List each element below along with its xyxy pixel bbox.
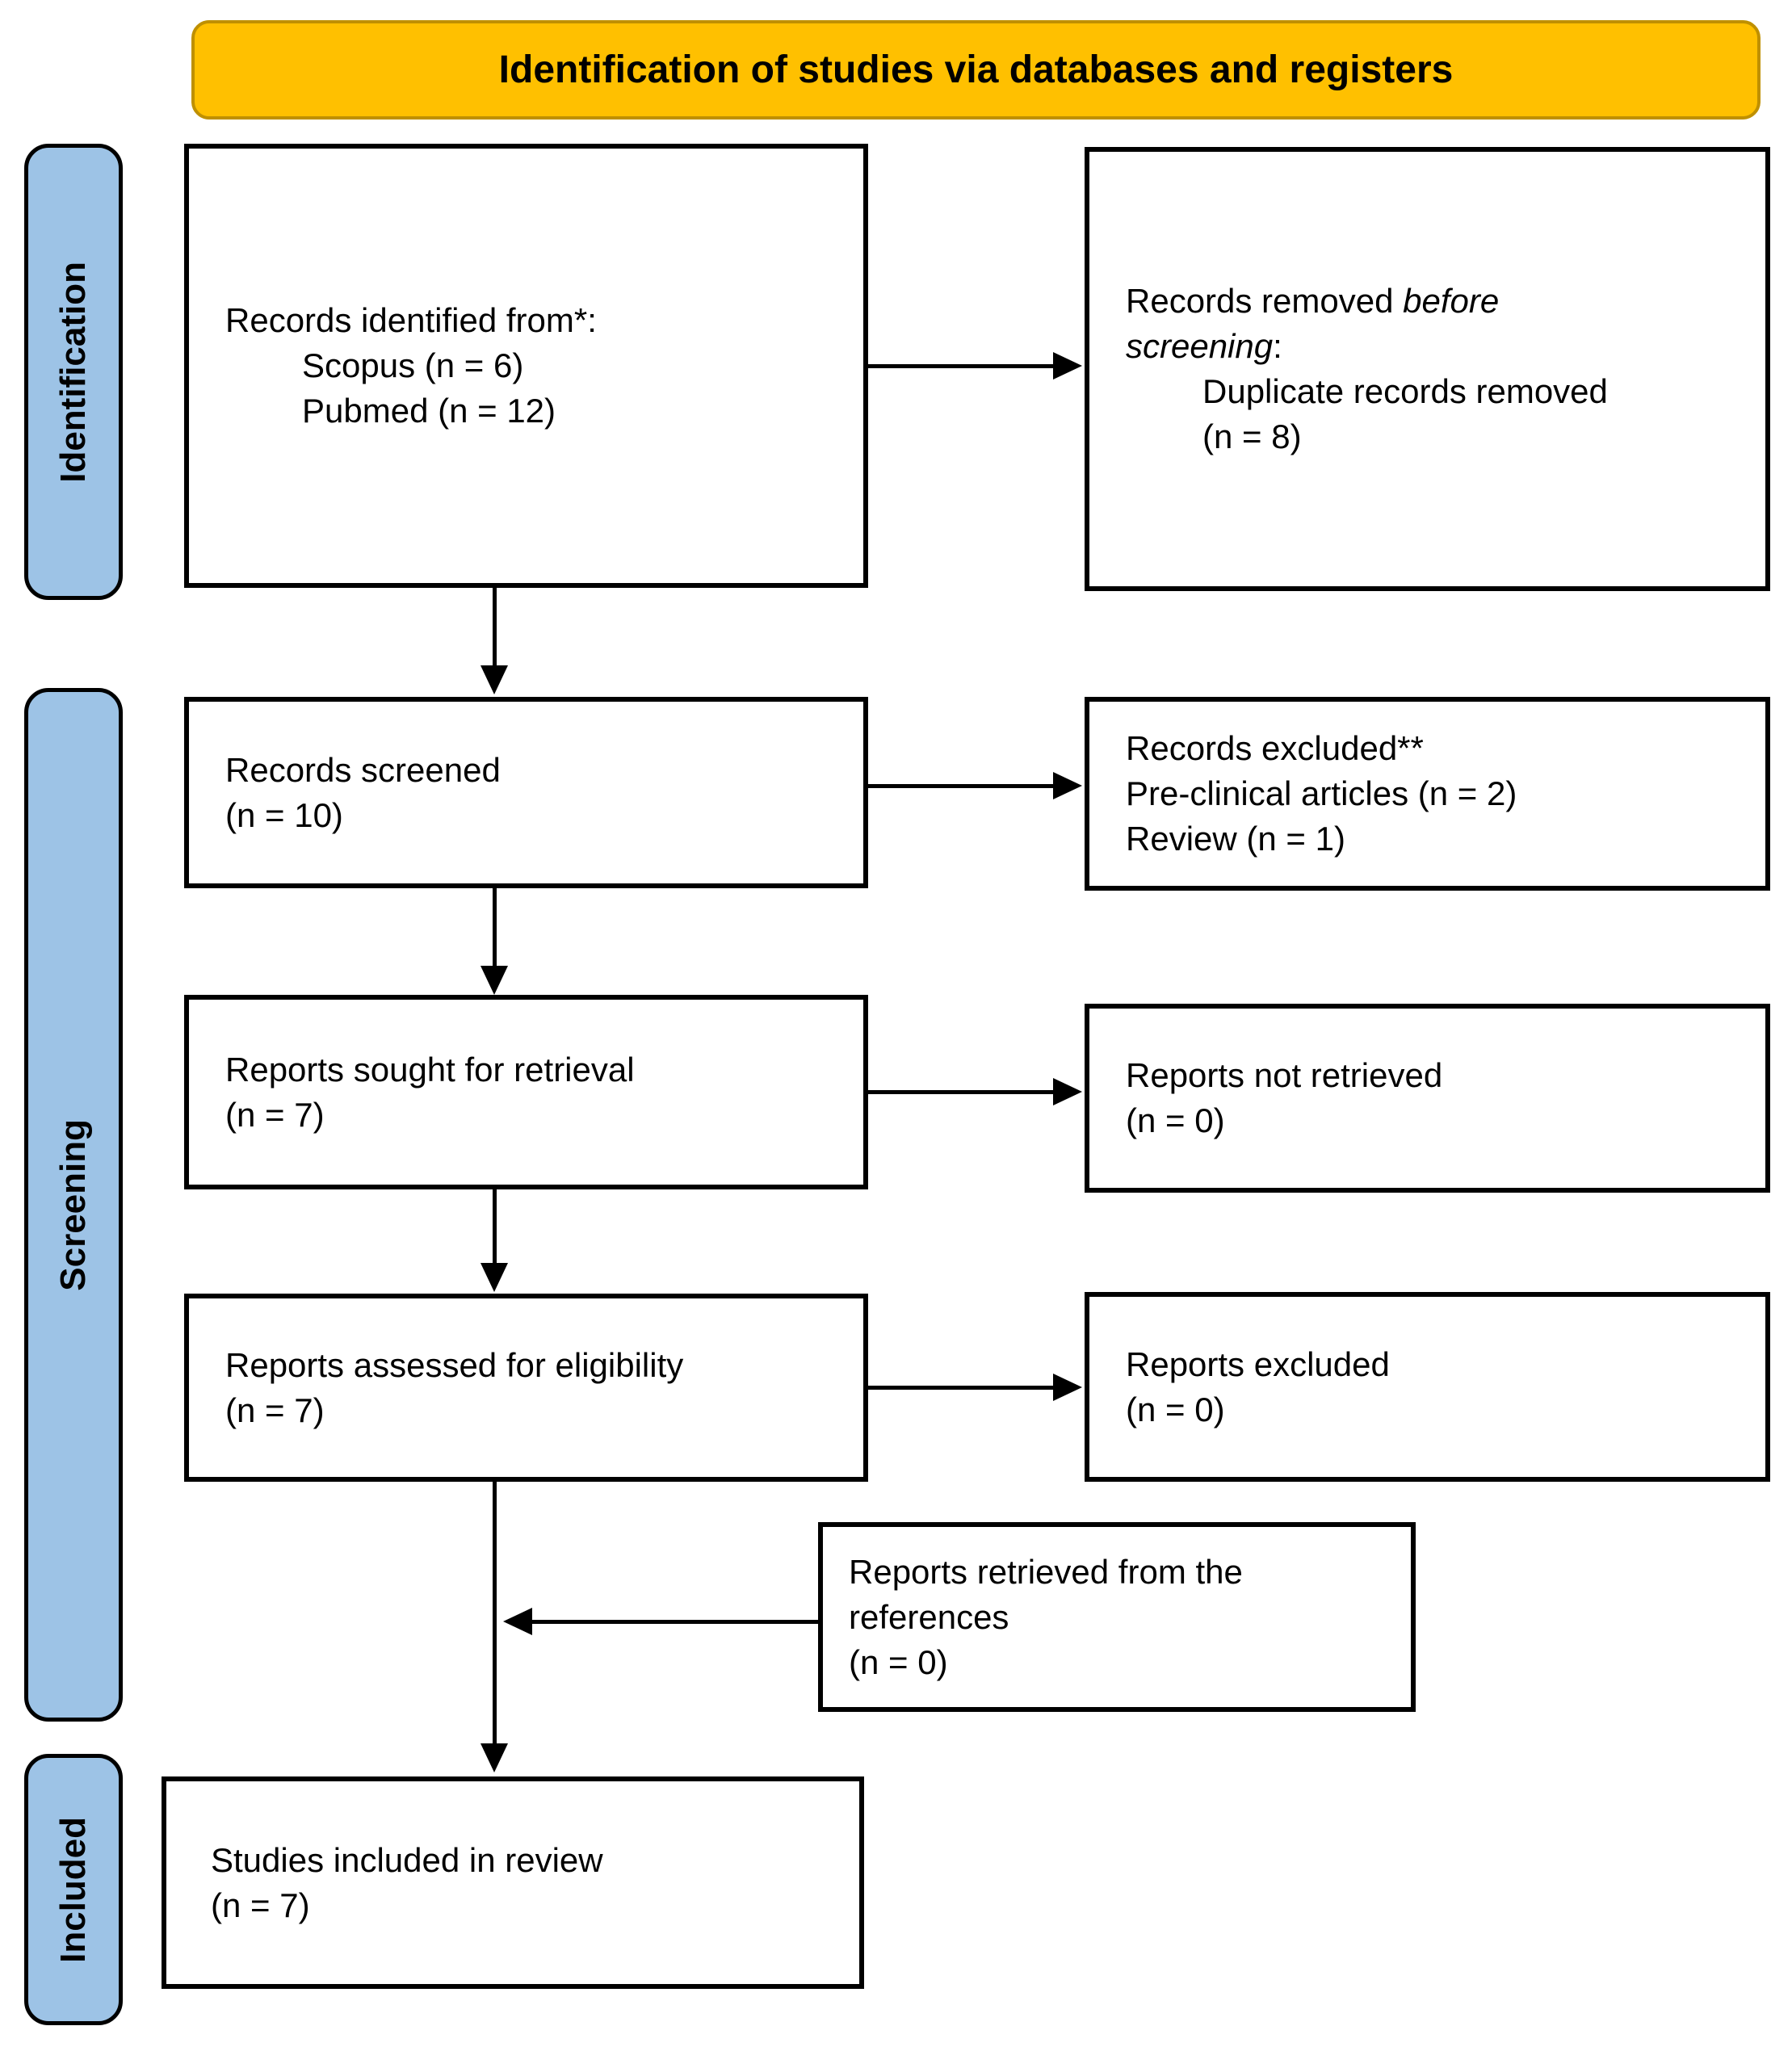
box-text-line: Pre-clinical articles (n = 2) bbox=[1126, 774, 1517, 812]
arrow-screened-to-excluded-head bbox=[1053, 772, 1082, 799]
box-text-line: references bbox=[849, 1597, 1009, 1636]
box-text-line: Reports excluded bbox=[1126, 1344, 1390, 1383]
box-records-excluded: Records excluded** Pre-clinical articles… bbox=[1085, 697, 1770, 891]
box-text-segment-italic: screening bbox=[1126, 327, 1274, 365]
box-reports-from-references: Reports retrieved from the references (n… bbox=[818, 1522, 1416, 1712]
box-reports-not-retrieved: Reports not retrieved (n = 0) bbox=[1085, 1004, 1770, 1193]
box-text-line: Records identified from*: bbox=[225, 301, 597, 339]
box-text-line: (n = 0) bbox=[849, 1642, 948, 1681]
banner: Identification of studies via databases … bbox=[191, 20, 1761, 120]
box-text-line: Reports not retrieved bbox=[1126, 1056, 1443, 1094]
arrow-identified-to-screened-line bbox=[493, 588, 497, 667]
arrow-references-to-flow-head bbox=[503, 1608, 532, 1635]
arrow-identified-to-removed-head bbox=[1053, 352, 1082, 380]
box-records-removed: Records removed before screening: Duplic… bbox=[1085, 147, 1770, 591]
box-text-segment-italic: before bbox=[1403, 282, 1500, 320]
box-text-line: Duplicate records removed bbox=[1202, 372, 1608, 410]
arrow-assessed-to-included-line bbox=[493, 1482, 497, 1745]
box-studies-included: Studies included in review (n = 7) bbox=[162, 1776, 864, 1989]
stage-label-included: Included bbox=[24, 1754, 123, 2025]
arrow-screened-to-excluded-line bbox=[868, 784, 1058, 788]
box-reports-excluded: Reports excluded (n = 0) bbox=[1085, 1292, 1770, 1482]
box-text-line: Pubmed (n = 12) bbox=[302, 392, 556, 430]
arrow-sought-to-notretrieved-line bbox=[868, 1090, 1058, 1094]
box-text-line: Records screened bbox=[225, 750, 501, 789]
box-text-line: Scopus (n = 6) bbox=[302, 346, 524, 384]
box-text-line: Reports sought for retrieval bbox=[225, 1050, 635, 1089]
box-text-segment: Records removed bbox=[1126, 282, 1404, 320]
box-text-line: Reports retrieved from the bbox=[849, 1552, 1243, 1591]
arrow-sought-to-assessed-head bbox=[481, 1263, 508, 1292]
stage-label-screening: Screening bbox=[24, 688, 123, 1722]
box-records-screened: Records screened (n = 10) bbox=[184, 697, 868, 888]
stage-label-text: Included bbox=[53, 1816, 93, 1963]
box-text-line: (n = 7) bbox=[225, 1391, 325, 1429]
arrow-screened-to-sought-line bbox=[493, 888, 497, 967]
arrow-sought-to-assessed-line bbox=[493, 1189, 497, 1265]
arrow-identified-to-screened-head bbox=[481, 665, 508, 694]
box-text-line: (n = 8) bbox=[1202, 417, 1302, 455]
arrow-assessed-to-included-head bbox=[481, 1743, 508, 1772]
box-text-line: (n = 7) bbox=[211, 1886, 310, 1924]
box-text-line: screening: bbox=[1126, 324, 1751, 369]
box-text-line: Records removed before bbox=[1126, 279, 1751, 324]
box-text-line: (n = 0) bbox=[1126, 1390, 1225, 1428]
stage-label-text: Screening bbox=[53, 1118, 93, 1291]
box-reports-sought: Reports sought for retrieval (n = 7) bbox=[184, 995, 868, 1189]
arrow-identified-to-removed-line bbox=[868, 364, 1058, 368]
box-text-segment: : bbox=[1273, 327, 1282, 365]
box-reports-assessed: Reports assessed for eligibility (n = 7) bbox=[184, 1294, 868, 1482]
box-text-line: Review (n = 1) bbox=[1126, 820, 1345, 858]
box-text-line: (n = 0) bbox=[1126, 1101, 1225, 1139]
arrow-assessed-to-excluded-head bbox=[1053, 1374, 1082, 1401]
arrow-assessed-to-excluded-line bbox=[868, 1386, 1058, 1390]
arrow-screened-to-sought-head bbox=[481, 966, 508, 995]
stage-label-text: Identification bbox=[53, 261, 93, 483]
box-text-line: Studies included in review bbox=[211, 1840, 603, 1879]
box-text-line: Records excluded** bbox=[1126, 729, 1424, 767]
arrow-references-to-flow-line bbox=[531, 1620, 818, 1624]
stage-label-identification: Identification bbox=[24, 144, 123, 600]
box-text-line: (n = 7) bbox=[225, 1095, 325, 1134]
box-text-line: (n = 10) bbox=[225, 795, 343, 834]
arrow-sought-to-notretrieved-head bbox=[1053, 1078, 1082, 1105]
box-text-line: Reports assessed for eligibility bbox=[225, 1345, 684, 1384]
banner-title: Identification of studies via databases … bbox=[498, 48, 1454, 91]
box-records-identified: Records identified from*: Scopus (n = 6)… bbox=[184, 144, 868, 588]
